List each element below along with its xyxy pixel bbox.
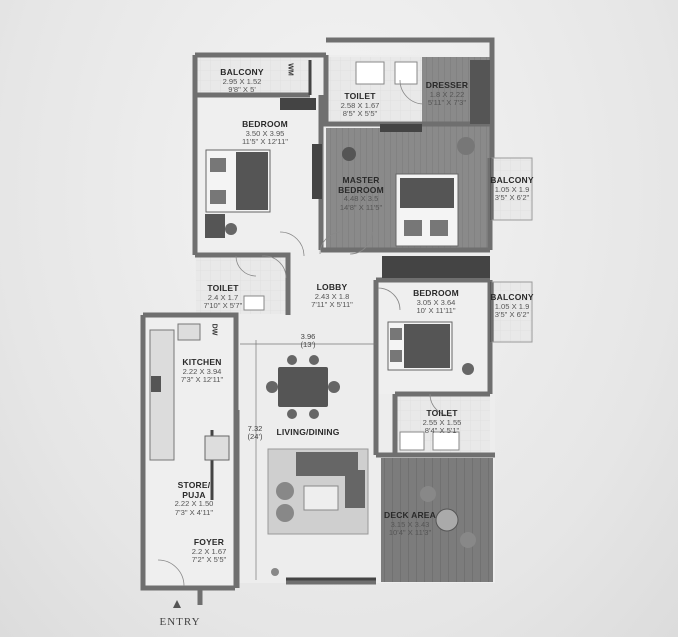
master-bed: [395, 173, 459, 247]
kitchen-sink: [177, 323, 201, 341]
entry-arrow: [173, 600, 181, 608]
deck-table: [435, 508, 459, 532]
deck-chair-1: [420, 486, 436, 502]
washing-machine-tag: WM: [286, 63, 294, 76]
bedroom-1-chair: [225, 223, 237, 235]
dresser-rack: [470, 60, 490, 124]
room-living-dining: LIVING/DINING: [276, 427, 340, 437]
bedroom-1-wardrobe: [280, 98, 316, 110]
room-lobby: LOBBY 2.43 X 1.8 7'11" X 5'11": [311, 282, 353, 310]
room-toilet-2: TOILET 2.4 X 1.7 7'10" X 5'7": [203, 283, 243, 311]
walls: [140, 37, 495, 605]
room-foyer: FOYER 2.2 X 1.67 7'2" X 5'5": [191, 537, 227, 565]
toilet-1-basin: [394, 61, 418, 85]
dimension-lines: [240, 340, 376, 580]
balcony-2-floor: [492, 158, 532, 220]
toilet-2-floor: [196, 256, 288, 314]
bedroom-1-desk: [205, 214, 225, 238]
room-bedroom-1: BEDROOM 3.50 X 3.95 11'5" X 12'11": [241, 119, 288, 147]
dimension-living-width: 3.96 (13'): [300, 332, 316, 350]
room-bedroom-2: BEDROOM 3.05 X 3.64 10' X 11'11": [413, 288, 459, 316]
living-plant: [271, 568, 279, 576]
kitchen-fridge: [204, 435, 230, 461]
room-kitchen: KITCHEN 2.22 X 3.94 7'3" X 12'11": [180, 357, 224, 385]
dresser-chair: [457, 137, 475, 155]
doors: [157, 79, 453, 587]
dimension-living-length: 7.32 (24'): [247, 424, 263, 442]
toilet-2-wc: [243, 295, 265, 311]
deck-chair-2: [460, 532, 476, 548]
entry-label: ENTRY: [159, 616, 201, 628]
room-balcony-3: BALCONY 1.05 X 1.9 3'5" X 6'2": [490, 292, 534, 320]
toilet-3-wc: [432, 431, 460, 451]
toilet-1-wc: [355, 61, 385, 85]
living-set: [267, 448, 369, 535]
bedroom-1-bed: [205, 149, 271, 213]
room-master-bedroom: MASTER BEDROOM 4.48 X 3.5 14'8" X 11'5": [338, 175, 384, 212]
toilet-3-basin: [399, 431, 425, 451]
master-wardrobe: [312, 144, 322, 199]
balcony-1-floor: [196, 56, 310, 94]
toilet-1-counter: [380, 124, 422, 132]
room-deck-area: DECK AREA 3.15 X 3.43 10'4" X 11'3": [383, 510, 436, 538]
bedroom-2-wardrobe: [382, 256, 490, 278]
kitchen-hob: [151, 376, 161, 392]
room-balcony-2: BALCONY 1.05 X 1.9 3'5" X 6'2": [490, 175, 534, 203]
dishwasher-tag: DW: [210, 323, 218, 336]
dining-set: [266, 355, 340, 419]
bedroom-2-chair: [462, 363, 474, 375]
room-toilet-3: TOILET 2.55 X 1.55 8'4" X 5'1": [422, 408, 462, 436]
room-toilet-1: TOILET 2.58 X 1.67 8'5" X 5'5": [340, 91, 380, 119]
master-chair: [342, 147, 356, 161]
room-store-puja: STORE/ PUJA 2.22 X 1.50 7'3" X 4'11": [174, 480, 214, 517]
balcony-3-floor: [492, 282, 532, 342]
room-dresser: DRESSER 1.8 X 2.22 5'11" X 7'3": [425, 80, 469, 108]
bedroom-2-bed: [387, 321, 453, 371]
kitchen-counter: [149, 329, 175, 461]
room-balcony-1: BALCONY 2.95 X 1.52 9'8" X 5': [220, 67, 264, 95]
